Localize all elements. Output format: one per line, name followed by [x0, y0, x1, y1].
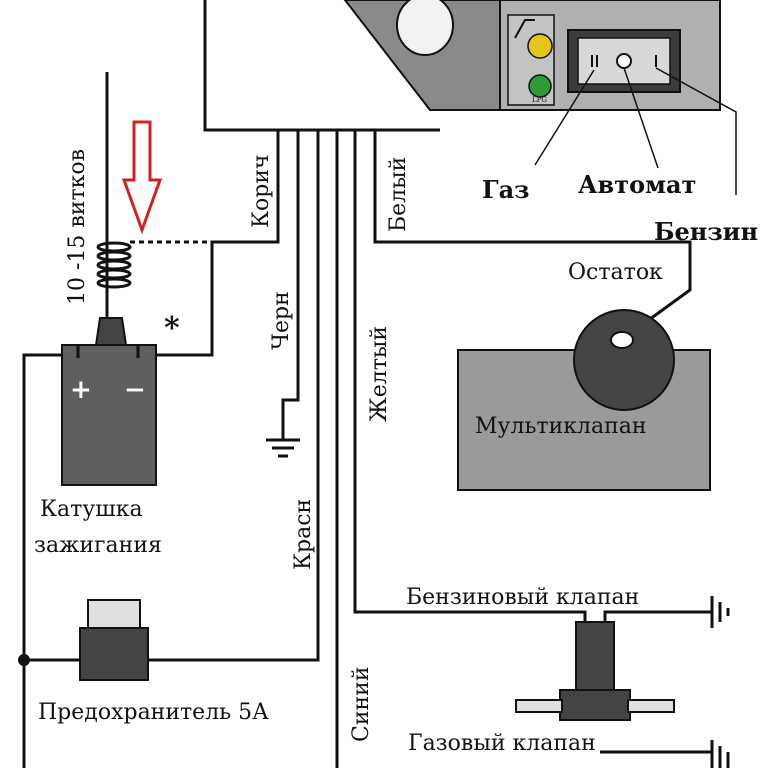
black-wire-label: Черн: [269, 291, 294, 350]
coil-winding-icon: [96, 241, 132, 289]
gauge-icon: [396, 0, 454, 56]
fuse-cap: [87, 599, 141, 631]
asterisk-mark: *: [164, 311, 180, 346]
junction-dot: [18, 654, 30, 666]
switch-center-icon: [616, 53, 632, 69]
fuse-label: Предохранитель 5А: [38, 700, 269, 725]
harness-top-wire: [203, 0, 440, 132]
turns-label: 10 -15 витков: [65, 149, 90, 305]
fuel-pump-icon: [514, 19, 535, 39]
multivalve: [457, 309, 711, 491]
pointer-auto: [623, 67, 659, 169]
red-down-arrow-icon: [121, 120, 163, 235]
auto-label: Автомат: [578, 170, 696, 199]
white-wire: [373, 130, 692, 332]
black-wire: [281, 130, 300, 440]
pointer-gas: [534, 69, 595, 166]
ground-black-icon: [266, 438, 300, 458]
lpg-label: LPG: [532, 96, 547, 104]
green-led-icon: [528, 74, 552, 98]
gas-switch-unit: LPG: [343, 0, 737, 195]
gas-valve-label: Газовый клапан: [408, 731, 596, 756]
coil-label-line2: зажигания: [34, 533, 162, 558]
coil-terminal: [94, 317, 128, 346]
multivalve-label: Мультиклапан: [475, 414, 647, 439]
blue-wire-label: Синий: [349, 667, 374, 743]
brown-wire: [22, 130, 280, 768]
fuse: [79, 599, 149, 681]
red-wire-label: Красн: [291, 499, 316, 570]
valve-base: [559, 689, 631, 721]
ground-petrol-valve-icon: [710, 596, 730, 628]
petrol-valve-body: [575, 621, 615, 693]
yellow-wire-label: Желтый: [367, 326, 392, 422]
pointer-petrol: [655, 67, 737, 195]
ground-gas-valve-icon: [710, 740, 730, 768]
level-label: Остаток: [568, 260, 663, 285]
coil-plus-label: +: [70, 375, 92, 405]
fuse-body: [79, 627, 149, 681]
coil-minus-label: −: [124, 375, 146, 405]
petrol-valve-label: Бензиновый клапан: [406, 585, 639, 610]
ignition-coil: + −: [61, 72, 212, 486]
valve-pipe-left: [515, 699, 563, 713]
coil-body: [61, 344, 157, 486]
level-sensor-icon: [573, 309, 675, 411]
white-wire-label: Белый: [386, 157, 411, 232]
brown-wire-label: Корич: [249, 154, 274, 228]
gas-label: Газ: [482, 175, 529, 204]
yellow-led-icon: [527, 33, 553, 59]
coil-label-line1: Катушка: [40, 497, 143, 522]
valve-pipe-right: [627, 699, 675, 713]
petrol-valve: [515, 621, 675, 721]
sensor-connector-icon: [610, 331, 634, 349]
petrol-valve-ground-wire: [603, 610, 712, 622]
